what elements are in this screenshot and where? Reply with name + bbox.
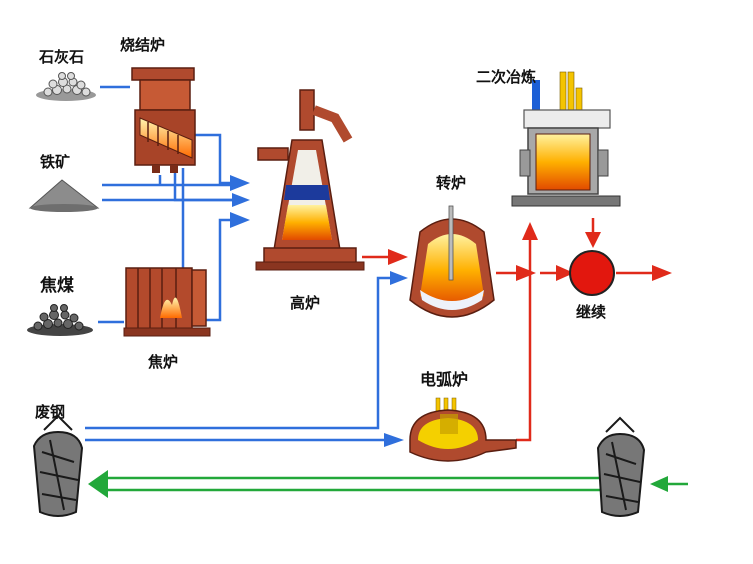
- label-sinter-plant: 烧结炉: [120, 36, 166, 54]
- continuous-casting-node: [569, 250, 615, 296]
- limestone-pile-icon: [36, 72, 96, 101]
- blast-furnace-machine: [255, 89, 365, 271]
- coke-oven-machine: [123, 267, 211, 337]
- label-continuous-casting: 继续: [576, 303, 607, 321]
- label-coke-oven: 焦炉: [148, 353, 179, 371]
- label-electric-arc-furnace: 电弧炉: [420, 370, 469, 389]
- green-arrowheads: [88, 470, 668, 498]
- label-secondary-refining: 二次冶炼: [476, 68, 537, 86]
- label-scrap-steel: 废钢: [35, 403, 66, 421]
- red-flow-lines: [362, 218, 655, 442]
- blue-arrowheads: [230, 175, 408, 447]
- label-blast-furnace: 高炉: [290, 294, 321, 312]
- coking-coal-pile-icon: [27, 304, 93, 336]
- iron-ore-pile-icon: [28, 179, 100, 212]
- scrap-bundle-left-icon: [32, 414, 84, 517]
- red-arrowheads: [388, 222, 672, 281]
- label-converter: 转炉: [436, 174, 467, 192]
- electric-arc-furnace-machine: [409, 397, 517, 462]
- secondary-refining-machine: [511, 71, 621, 207]
- label-iron-ore: 铁矿: [40, 153, 71, 171]
- label-limestone: 石灰石: [39, 48, 85, 66]
- label-coking-coal: 焦煤: [40, 276, 74, 296]
- converter-machine: [409, 205, 495, 318]
- scrap-bundle-right-icon: [596, 416, 646, 517]
- sinter-plant-machine: [131, 67, 196, 173]
